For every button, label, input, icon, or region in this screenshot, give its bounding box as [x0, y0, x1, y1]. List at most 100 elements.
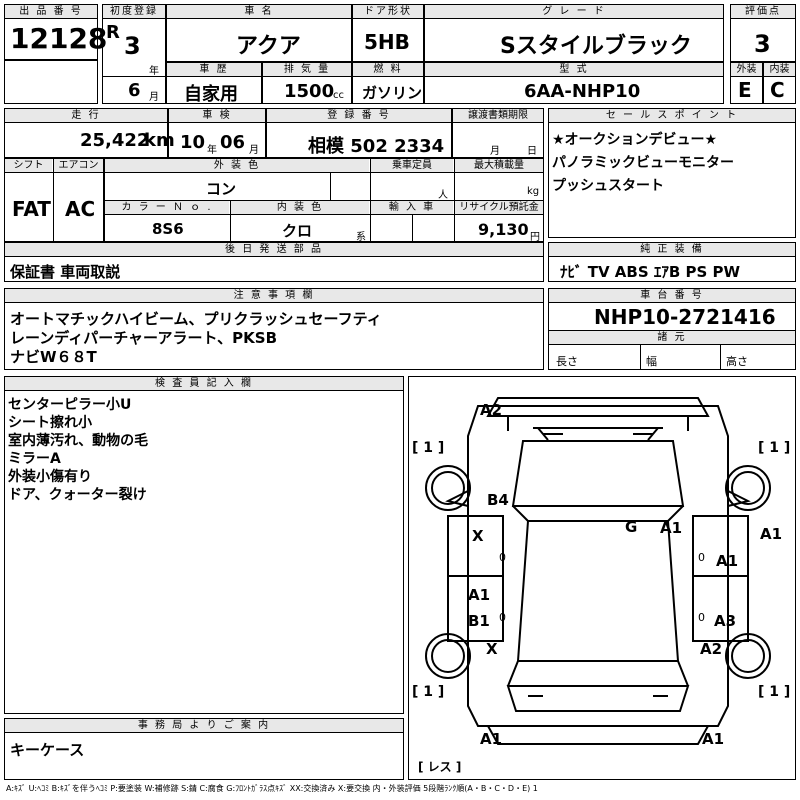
- exterior-grade-box: [730, 62, 763, 104]
- mark-right-rear-door: A3: [714, 612, 737, 630]
- lot-blank-box: [4, 60, 98, 104]
- door-type: 5HB: [364, 30, 410, 54]
- registration-box: [266, 108, 452, 158]
- chassis-box: [548, 288, 796, 370]
- transfer-box: [452, 108, 544, 158]
- mileage: 25,422: [80, 130, 150, 151]
- exterior-grade-label: 外装: [731, 63, 762, 76]
- width-label: 幅: [646, 355, 657, 368]
- fuel: ガソリン: [362, 84, 423, 102]
- displacement: 1500: [284, 81, 335, 102]
- notes-line-1: オートマチックハイビーム、プリクラッシュセーフティ: [10, 310, 382, 328]
- office-note: キーケース: [10, 741, 85, 759]
- sales-point-2: パノラミックビューモニター: [552, 155, 734, 171]
- score-label: 評価点: [731, 5, 795, 18]
- spare-tire-mark: [ レス ]: [418, 760, 462, 774]
- car-body-diagram: [425, 397, 771, 745]
- year-unit: 年: [149, 66, 159, 77]
- inspector-label: 検 査 員 記 入 欄: [5, 377, 403, 390]
- transfer-month-unit: 月: [490, 146, 500, 157]
- zero-mark-4: 0: [698, 611, 705, 624]
- inspection-label: 車 検: [169, 109, 265, 122]
- length-label: 長さ: [556, 355, 578, 368]
- history: 自家用: [184, 84, 238, 105]
- sales-point-box: [548, 108, 796, 238]
- score: 3: [754, 30, 771, 58]
- zero-mark-3: 0: [698, 551, 705, 564]
- inspector-line-3: 室内薄汚れ、動物の毛: [8, 433, 149, 449]
- inspection-year: 10: [180, 132, 206, 153]
- recycle-label: リサイクル預託金: [455, 201, 543, 214]
- inspector-line-1: センターピラー小U: [8, 397, 132, 413]
- mark-right-quarter: A2: [700, 640, 723, 658]
- displacement-unit: cc: [333, 90, 344, 101]
- inspector-box: [4, 376, 404, 714]
- notes-line-2: レーンディパーチャーアラート、PKSB: [10, 329, 278, 347]
- capacity-unit: 人: [438, 190, 448, 201]
- mileage-unit: km: [144, 130, 175, 151]
- mark-left-front-door: X: [472, 527, 484, 545]
- capacity-label: 乗車定員: [371, 159, 453, 172]
- registration-year: 3: [124, 32, 141, 60]
- tire-mark-front-left: [ 1 ]: [412, 440, 445, 456]
- first-registration-label: 初度登録: [103, 5, 165, 18]
- exterior-color-label: 外 装 色: [105, 159, 369, 172]
- mark-front-bumper: A2: [480, 401, 503, 419]
- mileage-box: [4, 108, 168, 158]
- transfer-day-unit: 日: [527, 146, 537, 157]
- sales-point-3: プッシュスタート: [552, 178, 664, 194]
- chassis-number: NHP10-2721416: [594, 305, 776, 329]
- score-box: [730, 4, 796, 62]
- interior-color-label: 内 装 色: [231, 201, 369, 214]
- shift-label: シフト: [5, 159, 52, 172]
- model-box: [424, 62, 724, 104]
- height-label: 高さ: [726, 355, 748, 368]
- import-label: 輸 入 車: [371, 201, 453, 214]
- displacement-label: 排 気 量: [263, 63, 351, 76]
- tire-mark-front-right: [ 1 ]: [758, 440, 791, 456]
- recycle-fee: 9,130: [478, 220, 529, 239]
- mark-rear-right: A1: [702, 730, 725, 748]
- recycle-unit: 円: [530, 232, 540, 243]
- exterior-color: コン: [206, 180, 237, 198]
- mark-right-front-door: A1: [716, 552, 739, 570]
- notes-label: 注 意 事 項 欄: [5, 289, 543, 302]
- lot-number: 12128: [10, 22, 108, 55]
- tire-mark-rear-left: [ 1 ]: [412, 684, 445, 700]
- damage-diagram-box: [408, 376, 796, 780]
- legend-text: A:ｷｽﾞ U:ﾍｺﾐ B:ｷｽﾞを伴うﾍｺﾐ P:要塗装 W:補修跡 S:錆 …: [6, 784, 538, 793]
- max-load-unit: kg: [527, 186, 540, 197]
- lot-number-label: 出 品 番 号: [5, 5, 97, 18]
- first-registration-box: [102, 4, 166, 104]
- genuine-equipment: ﾅﾋﾞ TV ABS ｴｱB PS PW: [560, 263, 741, 281]
- tire-mark-rear-right: [ 1 ]: [758, 684, 791, 700]
- chassis-label: 車 台 番 号: [549, 289, 795, 302]
- notes-line-3: ナビW６８T: [10, 348, 97, 366]
- door-label: ドア形状: [353, 5, 423, 18]
- month-unit: 月: [149, 92, 159, 103]
- transfer-label: 譲渡書類期限: [453, 109, 543, 122]
- sales-point-label: セ ー ル ス ポ イ ン ト: [549, 109, 795, 122]
- interior-grade-label: 内装: [764, 63, 795, 76]
- fuel-label: 燃 料: [353, 63, 423, 76]
- mileage-label: 走 行: [5, 109, 167, 122]
- door-box: [352, 4, 424, 62]
- ac: AC: [65, 197, 96, 221]
- model: 6AA-NHP10: [524, 81, 641, 102]
- inspector-line-4: ミラーA: [8, 451, 61, 467]
- mark-right-front-side: A1: [760, 525, 783, 543]
- interior-color-unit: 系: [356, 232, 366, 243]
- interior-color: クロ: [282, 222, 313, 240]
- registration-month: 6: [128, 80, 141, 101]
- lot-number-box: [4, 4, 98, 60]
- inspector-line-6: ドア、クォーター裂け: [8, 487, 147, 503]
- accessories-box: [4, 242, 544, 282]
- mark-left-rear-door: A1: [468, 586, 491, 604]
- dims-label: 諸 元: [549, 331, 795, 344]
- inspection-month-unit: 月: [249, 145, 259, 156]
- genuine-label: 純 正 装 備: [549, 243, 795, 256]
- grade: Sスタイルブラック: [500, 34, 692, 59]
- car-name-box: [166, 4, 352, 62]
- history-label: 車 歴: [167, 63, 261, 76]
- inspector-line-2: シート擦れ小: [8, 415, 92, 431]
